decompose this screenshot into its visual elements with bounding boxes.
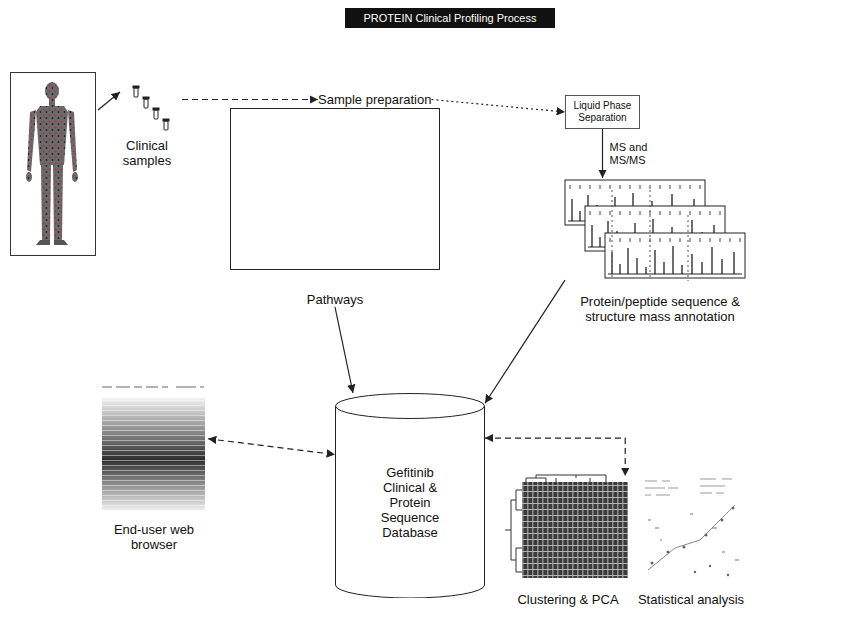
figure-part	[522, 482, 628, 578]
figure-part	[133, 86, 139, 88]
node-label: Clinical samples	[112, 138, 182, 168]
figure-part	[526, 475, 606, 482]
figure-part	[709, 565, 711, 567]
figure-part	[153, 108, 159, 110]
figure-part	[727, 574, 729, 576]
figure-part	[648, 505, 735, 570]
clustering-node: Clustering & PCA	[503, 476, 633, 607]
figure-part	[36, 106, 68, 165]
figure-part	[36, 240, 50, 245]
statistics-plot	[645, 479, 739, 576]
database-cylinder: Gefitinib Clinical & Protein Sequence Da…	[335, 393, 485, 598]
flow-arrow	[485, 280, 565, 403]
figure-part	[45, 82, 59, 100]
sample-vials	[133, 86, 169, 130]
figure-part	[68, 110, 77, 172]
figure-part	[26, 172, 32, 182]
figure-part	[648, 514, 739, 560]
flow-arrow	[335, 307, 353, 393]
figure-part	[651, 562, 654, 565]
flow-arrow	[485, 438, 625, 476]
flow-arrow	[208, 439, 335, 455]
cylinder-top	[336, 394, 485, 419]
node-label: Statistical analysis	[632, 592, 750, 607]
process-box: Liquid Phase Separation	[565, 95, 640, 129]
figure-part	[694, 571, 696, 573]
statistics-node: Statistical analysis	[632, 476, 750, 607]
figure-part	[705, 534, 708, 537]
figure-part	[72, 172, 78, 182]
figure-part	[53, 164, 63, 240]
pathways-box: Pathways	[230, 108, 440, 307]
figure-part	[102, 398, 205, 510]
figure-part	[143, 97, 149, 99]
figure-part	[645, 479, 732, 495]
figure-part	[27, 110, 36, 172]
figure-part	[54, 240, 68, 245]
figure-part	[651, 507, 735, 577]
figure-part	[163, 119, 169, 121]
cluster-heatmap	[505, 475, 628, 578]
figure-part	[605, 233, 745, 278]
flow-arrow	[431, 100, 565, 113]
figure-part	[102, 398, 205, 510]
node-label: Liquid Phase Separation	[569, 100, 636, 124]
figure-part	[505, 490, 522, 572]
mass-spectra	[565, 180, 745, 281]
browser-screenshot	[102, 387, 205, 510]
cylinder-body	[336, 406, 485, 598]
pointer-arrow	[98, 92, 120, 110]
figure-part	[164, 121, 168, 130]
node-label: Sample preparation	[318, 92, 431, 107]
node-label: Pathways	[230, 292, 440, 307]
spectra-node: Protein/peptide sequence & structure mas…	[565, 178, 755, 324]
figure-part	[683, 546, 686, 549]
node-label: End-user web browser	[100, 522, 208, 552]
figure-part	[721, 519, 724, 522]
node-label: Protein/peptide sequence & structure mas…	[565, 294, 755, 324]
title-bar: PROTEIN Clinical Profiling Process	[345, 8, 555, 28]
flow-arrow	[182, 99, 318, 100]
figure-part	[612, 190, 688, 281]
figure-part	[144, 99, 148, 108]
figure-part	[134, 88, 138, 97]
node-label: Gefitinib Clinical & Protein Sequence Da…	[373, 465, 447, 540]
figure-part	[41, 164, 51, 240]
flow-arrow	[602, 129, 603, 178]
human-figure	[11, 73, 96, 256]
edge-label: MS and MS/MS	[609, 141, 657, 167]
figure-part	[154, 110, 158, 119]
node-label: Clustering & PCA	[503, 592, 633, 607]
figure-part	[49, 99, 55, 106]
browser-node: End-user web browser	[100, 383, 208, 552]
sample-vials-node: Clinical samples	[112, 82, 182, 168]
figure-part	[732, 507, 735, 510]
process-step: Sample preparation	[318, 92, 431, 107]
figure-part	[667, 551, 670, 554]
figure-part	[102, 386, 204, 388]
figure-part	[11, 73, 96, 256]
pathways-frame	[230, 108, 440, 270]
